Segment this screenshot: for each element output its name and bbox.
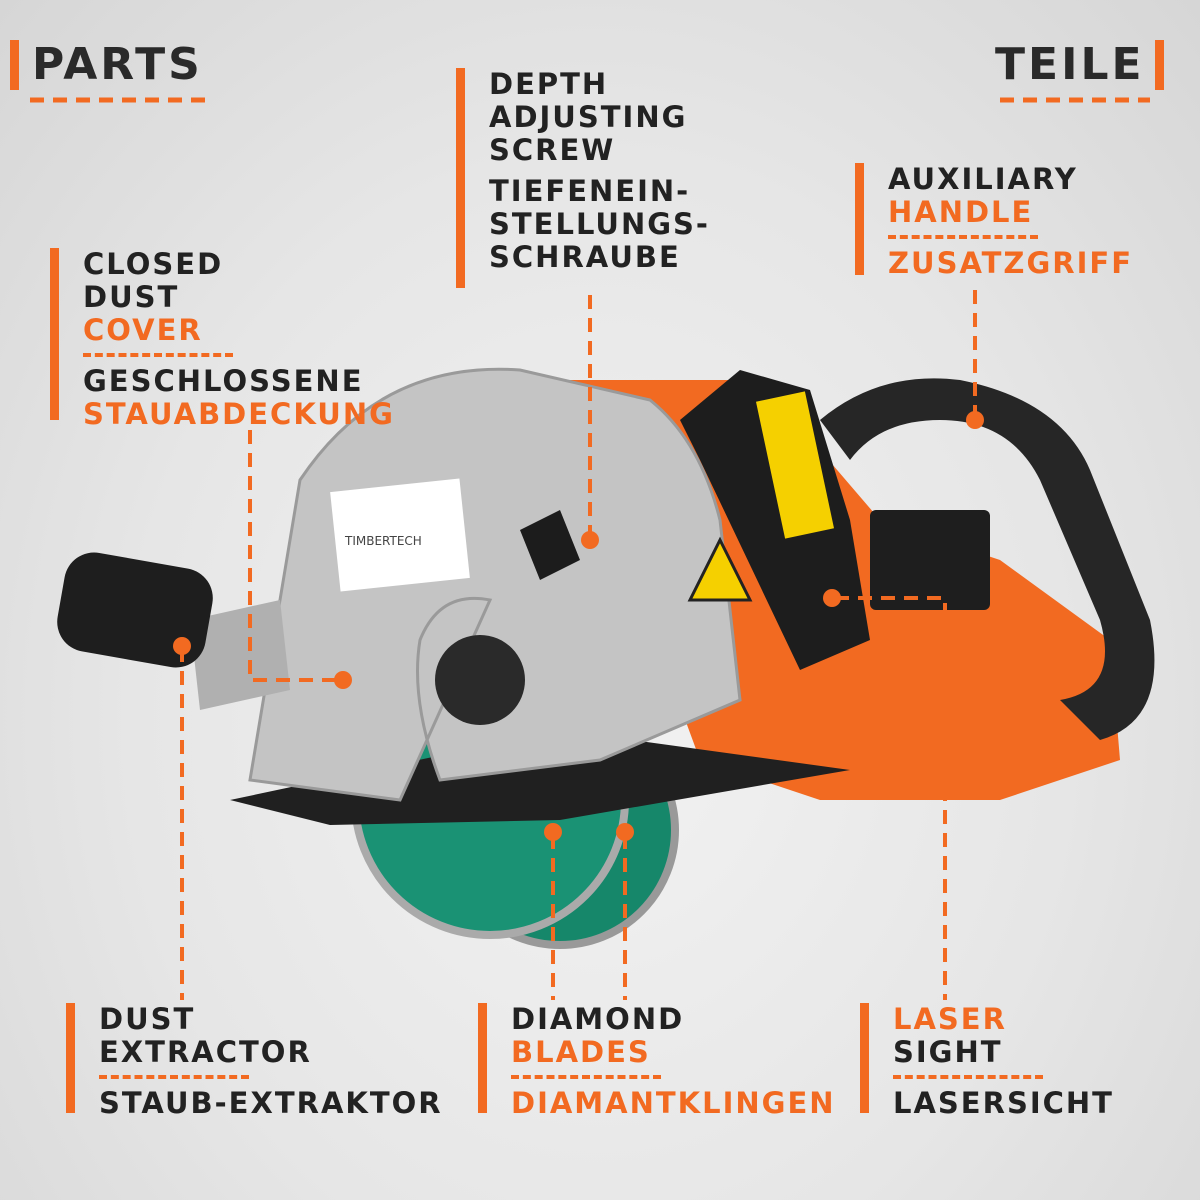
label: DUST: [83, 280, 180, 314]
label: GESCHLOSSENE: [83, 364, 364, 398]
label: DUST: [99, 1002, 196, 1036]
label: COVER: [83, 313, 203, 347]
label: STAUABDECKUNG: [83, 397, 395, 431]
label: BLADES: [511, 1035, 651, 1069]
base-plate: [230, 730, 850, 825]
battery: [870, 510, 990, 610]
label: LASERSICHT: [893, 1086, 1114, 1120]
label: CLOSED: [83, 247, 224, 281]
label: LASER: [893, 1002, 1007, 1036]
label: ZUSATZGRIFF: [888, 246, 1134, 280]
laser-warning-triangle: [687, 536, 753, 602]
label: SCREW: [489, 133, 616, 167]
label: TIEFENEIN-: [489, 174, 691, 208]
blade-hub: [435, 635, 525, 725]
label: EXTRACTOR: [99, 1035, 312, 1069]
dust-extractor-pipe: [190, 600, 290, 710]
label: STELLUNGS-: [489, 207, 710, 241]
label: DEPTH: [489, 67, 609, 101]
laser-module: [680, 370, 870, 670]
parts-title: PARTS: [32, 39, 203, 90]
dust-cover: [248, 367, 742, 802]
dust-extractor-cap: [57, 552, 213, 668]
label: SIGHT: [893, 1035, 1003, 1069]
header-teile: TEILE: [995, 39, 1164, 102]
brand-text: TIMBERTECH: [344, 534, 422, 548]
auxiliary-handle-shape: [820, 378, 1155, 740]
brand-plate: [330, 478, 470, 592]
teile-title: TEILE: [995, 39, 1145, 90]
laser-warning-sticker: [755, 391, 835, 539]
label: DIAMANTKLINGEN: [511, 1086, 836, 1120]
label: SCHRAUBE: [489, 240, 681, 274]
depth-screw-knob: [520, 510, 580, 580]
label: DIAMOND: [511, 1002, 685, 1036]
label: HANDLE: [888, 195, 1034, 229]
label: ADJUSTING: [489, 100, 688, 134]
label: STAUB-EXTRAKTOR: [99, 1086, 443, 1120]
label: AUXILIARY: [888, 162, 1078, 196]
